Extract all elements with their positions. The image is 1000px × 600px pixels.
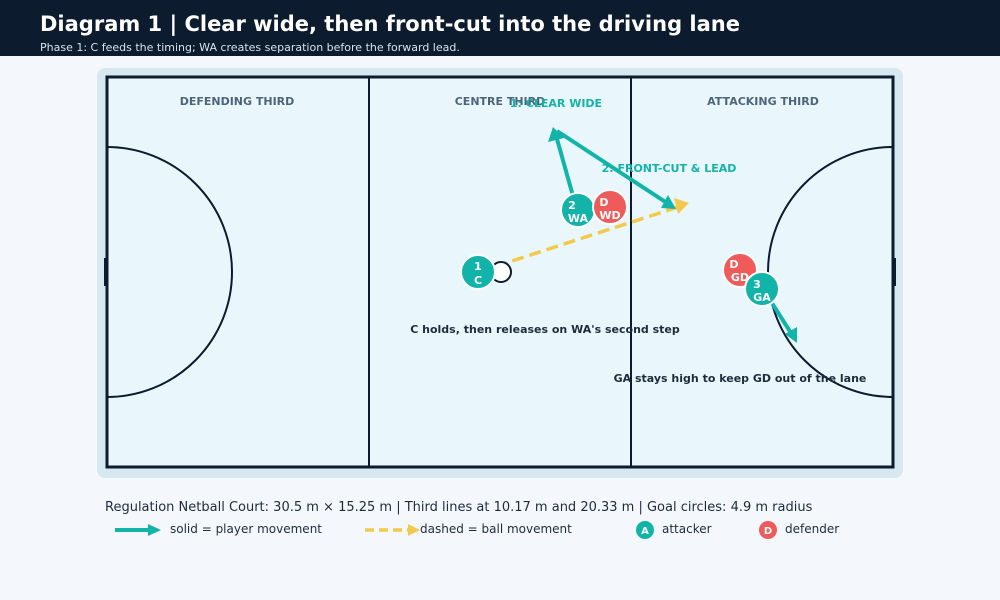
player-c-number: 1 (474, 260, 482, 273)
legend-attacker-letter: A (641, 526, 649, 537)
wa-clear-wide-path (555, 138, 575, 197)
ga-hold-path (768, 298, 793, 335)
legend-defender-label: defender (785, 522, 840, 536)
player-wa: 2 WA (560, 192, 596, 228)
ball-pass-arrowhead (674, 198, 689, 214)
player-ga-position: GA (753, 291, 771, 304)
diagram-subtitle: Phase 1: C feeds the timing; WA creates … (40, 41, 460, 54)
court-dimensions-note: Regulation Netball Court: 30.5 m × 15.25… (105, 500, 813, 515)
goal-circle-right (767, 146, 894, 398)
c-timing-note: C holds, then releases on WA's second st… (410, 323, 680, 336)
legend-dashed-arrowhead (408, 524, 420, 536)
third-label-centre: CENTRE THIRD (455, 95, 546, 108)
step2-label: 2: FRONT-CUT & LEAD (602, 162, 737, 175)
step1-label: 1: CLEAR WIDE (510, 97, 602, 110)
player-ga-number: 3 (753, 278, 761, 291)
goal-post-right (892, 258, 896, 286)
legend-defender-marker (759, 521, 777, 539)
player-c: 1 C (460, 254, 496, 290)
wa-front-cut-path (555, 129, 669, 205)
third-label-defending: DEFENDING THIRD (180, 95, 295, 108)
header-bar: Diagram 1 | Clear wide, then front-cut i… (0, 0, 1000, 56)
goal-post-left (104, 258, 108, 286)
legend-solid-arrowhead (148, 524, 161, 536)
third-label-attacking: ATTACKING THIRD (707, 95, 819, 108)
legend-defender-letter: D (764, 526, 772, 537)
ga-position-note: GA stays high to keep GD out of the lane (614, 372, 867, 385)
legend-dashed-label: dashed = ball movement (420, 522, 572, 536)
player-wa-number: 2 (568, 199, 576, 212)
player-wa-position: WA (568, 212, 589, 225)
legend-attacker-label: attacker (662, 522, 712, 536)
legend-attacker-marker (636, 521, 654, 539)
player-ga: 3 GA (744, 271, 780, 307)
goal-circle-left (106, 146, 233, 398)
player-c-position: C (474, 274, 482, 287)
legend-solid-label: solid = player movement (170, 522, 322, 536)
wa-front-cut-arrowhead (661, 195, 676, 209)
wa-clear-wide-arrowhead (548, 127, 564, 142)
diagram-title: Diagram 1 | Clear wide, then front-cut i… (40, 12, 740, 36)
ga-hold-arrowhead (785, 327, 797, 343)
